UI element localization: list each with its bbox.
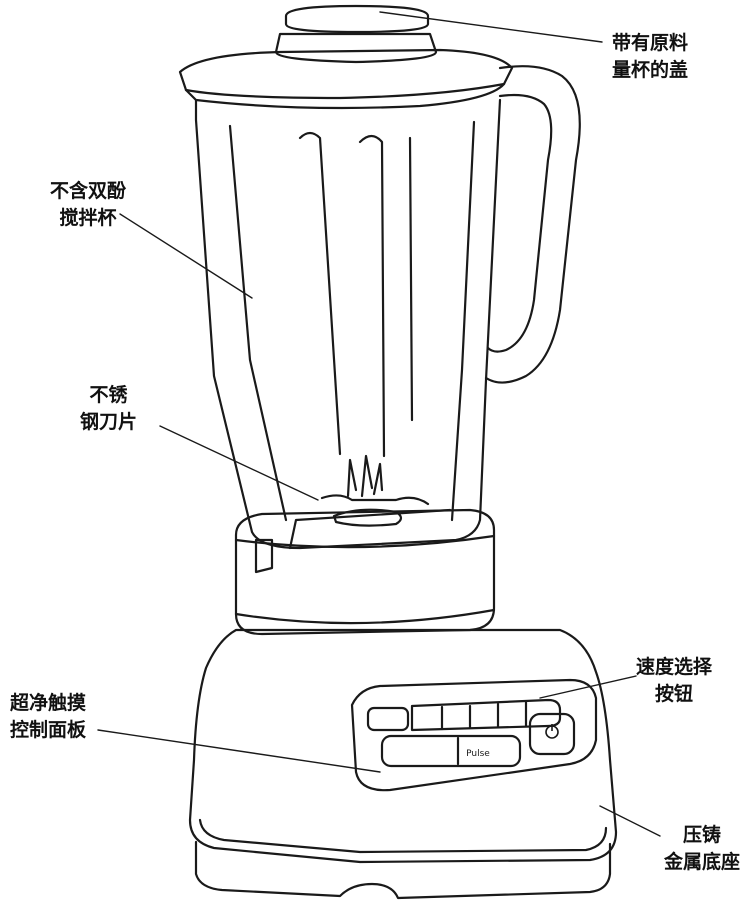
jar-label: 不含双酚 搅拌杯 — [50, 180, 127, 229]
bpa-free-jar — [194, 98, 502, 550]
lid-label: 带有原料 量杯的盖 — [612, 32, 689, 81]
speed-buttons-label: 速度选择 按钮 — [636, 656, 713, 705]
base-label: 压铸 金属底座 — [664, 824, 741, 873]
blade-label: 不锈 钢刀片 — [80, 384, 138, 433]
leader-lines — [97, 11, 661, 837]
touch-panel-label: 超净触摸 控制面板 — [10, 692, 87, 741]
lid-with-measuring-cap — [178, 4, 514, 110]
metal-base — [188, 508, 618, 900]
jar-handle — [484, 65, 581, 384]
stainless-steel-blade — [320, 454, 430, 527]
pulse-button-label: Pulse — [466, 749, 490, 759]
